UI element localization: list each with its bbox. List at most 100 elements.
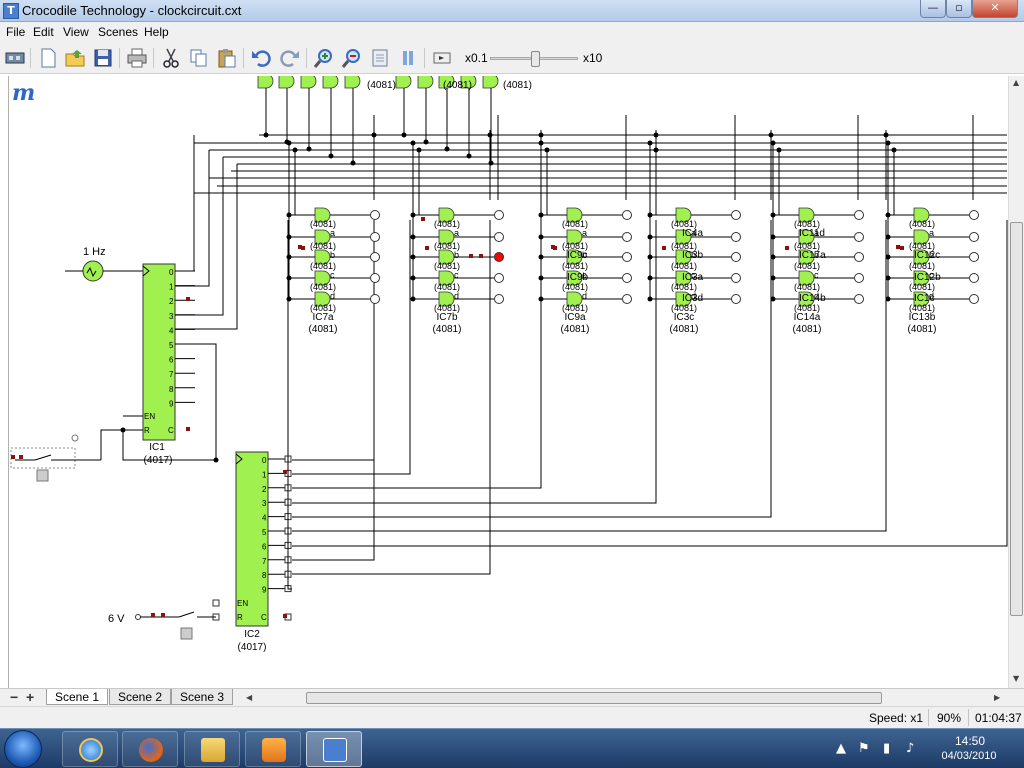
horizontal-scrollbar[interactable]: ◀ ▶ bbox=[246, 691, 1006, 705]
zoom-in-icon[interactable] bbox=[313, 47, 335, 69]
vertical-scrollbar[interactable]: ▲ ▼ bbox=[1008, 76, 1024, 688]
gate-col-name-5: IC13b bbox=[909, 312, 936, 323]
taskbar-crocodile[interactable] bbox=[306, 731, 362, 767]
horizontal-scrollbar-thumb[interactable] bbox=[306, 692, 882, 704]
pause-icon[interactable] bbox=[397, 47, 419, 69]
menu-view[interactable]: View bbox=[63, 25, 89, 39]
volume-icon[interactable]: ♪ bbox=[906, 741, 915, 756]
and-gate-c3-r2 bbox=[675, 249, 692, 265]
cut-icon[interactable] bbox=[160, 47, 182, 69]
mindstorms-logo: m bbox=[12, 80, 36, 106]
led-off bbox=[731, 273, 741, 283]
step-icon[interactable] bbox=[431, 47, 453, 69]
push-button-2 bbox=[180, 627, 193, 640]
vertical-scrollbar-thumb[interactable] bbox=[1010, 222, 1023, 616]
menu-file[interactable]: File bbox=[6, 25, 26, 39]
led-off bbox=[494, 294, 504, 304]
gate-col-type-2: (4081) bbox=[561, 324, 590, 335]
scroll-left-icon[interactable]: ◀ bbox=[246, 693, 253, 702]
and-gate-c0-r2 bbox=[314, 249, 331, 265]
action-center-flag-icon[interactable]: ⚑ bbox=[858, 741, 870, 756]
undo-icon[interactable] bbox=[250, 47, 272, 69]
junction-dot bbox=[410, 140, 416, 146]
led-off bbox=[370, 232, 380, 242]
gate-row-label: a bbox=[929, 228, 934, 238]
gate-row-label: d bbox=[929, 291, 934, 301]
gate-row-label: b bbox=[929, 250, 934, 260]
gate-type-overlay: (4081) bbox=[310, 303, 336, 313]
logic-marker bbox=[298, 245, 302, 249]
wire bbox=[287, 220, 292, 590]
redo-icon[interactable] bbox=[279, 47, 301, 69]
gate-type-overlay: (4081) bbox=[909, 241, 935, 251]
network-icon[interactable]: ▮ bbox=[883, 741, 891, 756]
gate-type-overlay: (4081) bbox=[671, 303, 697, 313]
scroll-up-icon[interactable]: ▲ bbox=[1013, 78, 1020, 87]
clock-date[interactable]: 04/03/2010 bbox=[941, 750, 997, 762]
gate-col-name-4: IC14a bbox=[794, 312, 821, 323]
ic1-pin-1: 1 bbox=[169, 283, 174, 292]
time-status: 01:04:37 bbox=[975, 711, 1022, 725]
zoom-out-icon[interactable] bbox=[341, 47, 363, 69]
led-off bbox=[854, 232, 864, 242]
wire bbox=[292, 220, 1008, 547]
save-icon[interactable] bbox=[92, 47, 114, 69]
tab-scene-3[interactable]: Scene 3 bbox=[171, 689, 234, 705]
zoom-slider-thumb[interactable] bbox=[531, 51, 540, 67]
gate-type-overlay: (4081) bbox=[909, 261, 935, 271]
led-off bbox=[969, 273, 979, 283]
remove-scene-button[interactable]: − bbox=[10, 689, 19, 705]
print-icon[interactable] bbox=[126, 47, 148, 69]
taskbar-firefox[interactable] bbox=[122, 731, 178, 767]
close-button[interactable]: ✕ bbox=[972, 0, 1018, 18]
inner-label-11: IC11d bbox=[799, 228, 825, 239]
ic2-type: (4017) bbox=[238, 642, 267, 653]
ic2-pin-en: EN bbox=[237, 599, 248, 608]
status-bar: Speed: x1 90% 01:04:37 bbox=[0, 706, 1024, 728]
add-scene-button[interactable]: + bbox=[26, 689, 35, 705]
copy-icon[interactable] bbox=[188, 47, 210, 69]
menu-scenes[interactable]: Scenes bbox=[98, 25, 139, 39]
tab-scene-1[interactable]: Scene 1 bbox=[46, 689, 109, 705]
gate-type-overlay: (4081) bbox=[434, 241, 460, 251]
led-off bbox=[622, 294, 632, 304]
logic-marker bbox=[469, 254, 473, 258]
tray-expand-icon[interactable]: ▲ bbox=[836, 741, 846, 756]
junction-dot bbox=[653, 132, 659, 138]
scroll-right-icon[interactable]: ▶ bbox=[994, 693, 1001, 702]
tab-scene-2[interactable]: Scene 2 bbox=[109, 689, 172, 705]
minimize-button[interactable]: — bbox=[920, 0, 946, 18]
new-file-icon[interactable] bbox=[37, 47, 59, 69]
ic1-pin-9: 9 bbox=[169, 399, 174, 408]
and-gate-c2-r3 bbox=[566, 270, 583, 286]
media-player-icon bbox=[262, 738, 286, 762]
top-and-gate bbox=[460, 76, 477, 89]
paste-icon[interactable] bbox=[216, 47, 238, 69]
and-gate-c5-r0 bbox=[913, 207, 930, 223]
scroll-down-icon[interactable]: ▼ bbox=[1013, 674, 1020, 683]
and-gate-c1-r2 bbox=[438, 249, 455, 265]
maximize-button[interactable]: ▫ bbox=[946, 0, 972, 18]
menu-help[interactable]: Help bbox=[144, 25, 169, 39]
taskbar-media-player[interactable] bbox=[245, 731, 301, 767]
folder-icon bbox=[201, 738, 225, 762]
led-off bbox=[969, 252, 979, 262]
gate-row-label: b bbox=[582, 250, 587, 260]
open-file-icon[interactable] bbox=[64, 47, 86, 69]
top-and-gate bbox=[417, 76, 434, 89]
component-library-icon[interactable] bbox=[4, 47, 26, 69]
gate-type-overlay: (4081) bbox=[434, 303, 460, 313]
menu-edit[interactable]: Edit bbox=[33, 25, 54, 39]
start-button[interactable] bbox=[4, 730, 42, 768]
gate-col-type-1: (4081) bbox=[433, 324, 462, 335]
fit-page-icon[interactable] bbox=[369, 47, 391, 69]
taskbar-explorer[interactable] bbox=[184, 731, 240, 767]
taskbar-ie[interactable] bbox=[62, 731, 118, 767]
ic1-pin-r: R bbox=[144, 426, 150, 435]
clock-time[interactable]: 14:50 bbox=[954, 734, 986, 748]
ic1-pin-3: 3 bbox=[169, 312, 174, 321]
internet-explorer-icon bbox=[79, 738, 103, 762]
zoom-slider[interactable] bbox=[490, 51, 578, 67]
